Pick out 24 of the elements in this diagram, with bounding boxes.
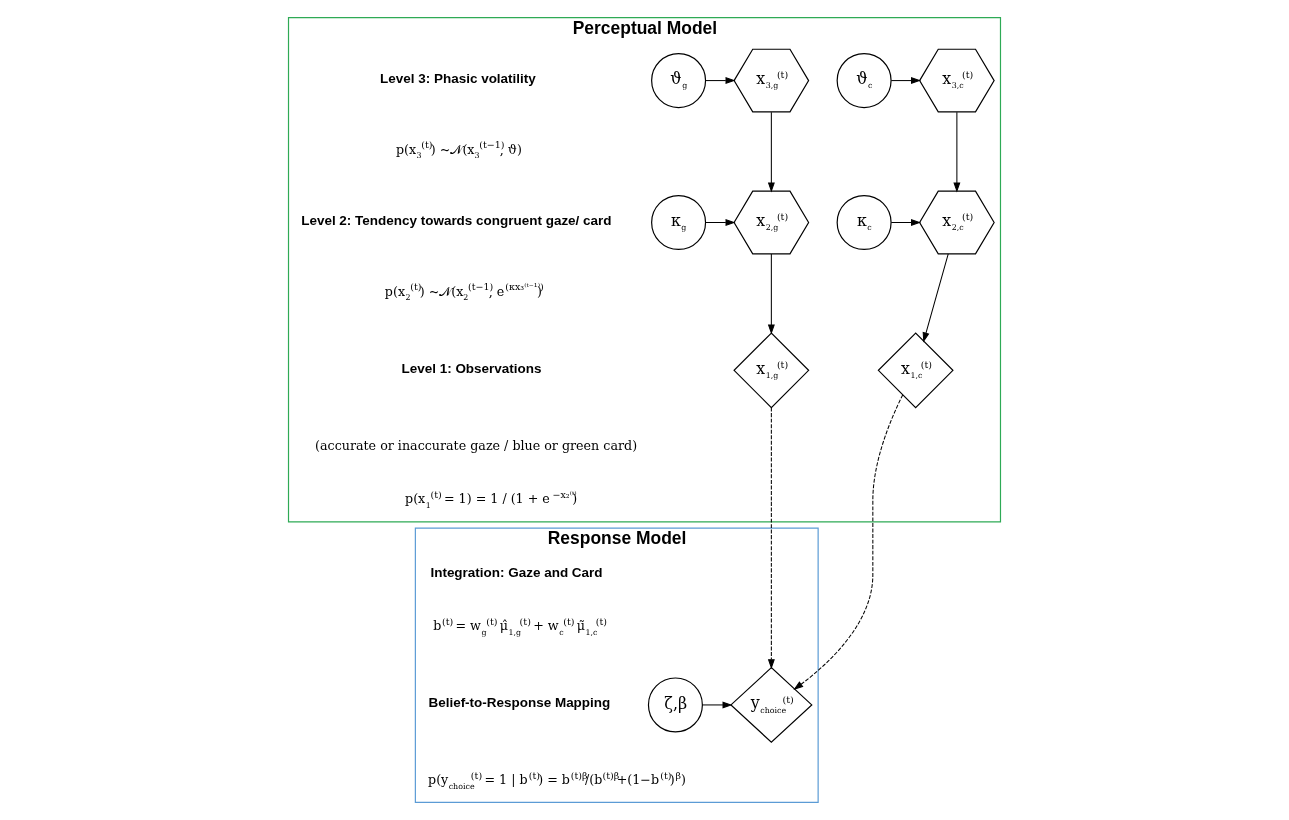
label: Belief-to-Response Mapping [428, 695, 611, 711]
label: Level 1: Observations [401, 360, 542, 376]
label: Integration: Gaze and Card [430, 564, 603, 580]
arrow [922, 253, 949, 343]
label: Level 2: Tendency towards congruent gaze/ card [301, 212, 612, 228]
arrow [767, 253, 775, 335]
node-circle: κ$_{c}$ [836, 194, 892, 251]
arrow [705, 77, 736, 85]
label: (accurate or inaccurate gaze / blue or green card) [315, 438, 638, 454]
arrow [767, 407, 775, 670]
arrow [890, 219, 922, 226]
arrow [705, 219, 736, 226]
arrow [953, 111, 961, 193]
arrow [701, 701, 733, 709]
label: p(x$_{1}$$^{(t)}$ = 1) = 1 / (1 + e$^{−x₂⁽ᵗ⁾}$) [405, 488, 578, 510]
node-circle: ϑ$_{c}$ [836, 53, 892, 109]
arrow [793, 394, 904, 690]
label: p(y$_{choice}$$^{(t)}$ = 1 | b$^{(t)}$) = b$^{(t)β}$/(b$^{(t)β}$+(1−b$^{(t)}$)$^{β}$) [428, 769, 686, 791]
node-circle: ϑ$_{g}$ [651, 53, 707, 109]
label: Level 3: Phasic volatility [380, 71, 536, 87]
node-circle: ζ,β [647, 677, 703, 733]
node-circle: κ$_{g}$ [651, 194, 707, 251]
arrow [767, 111, 775, 193]
arrow [890, 77, 922, 85]
